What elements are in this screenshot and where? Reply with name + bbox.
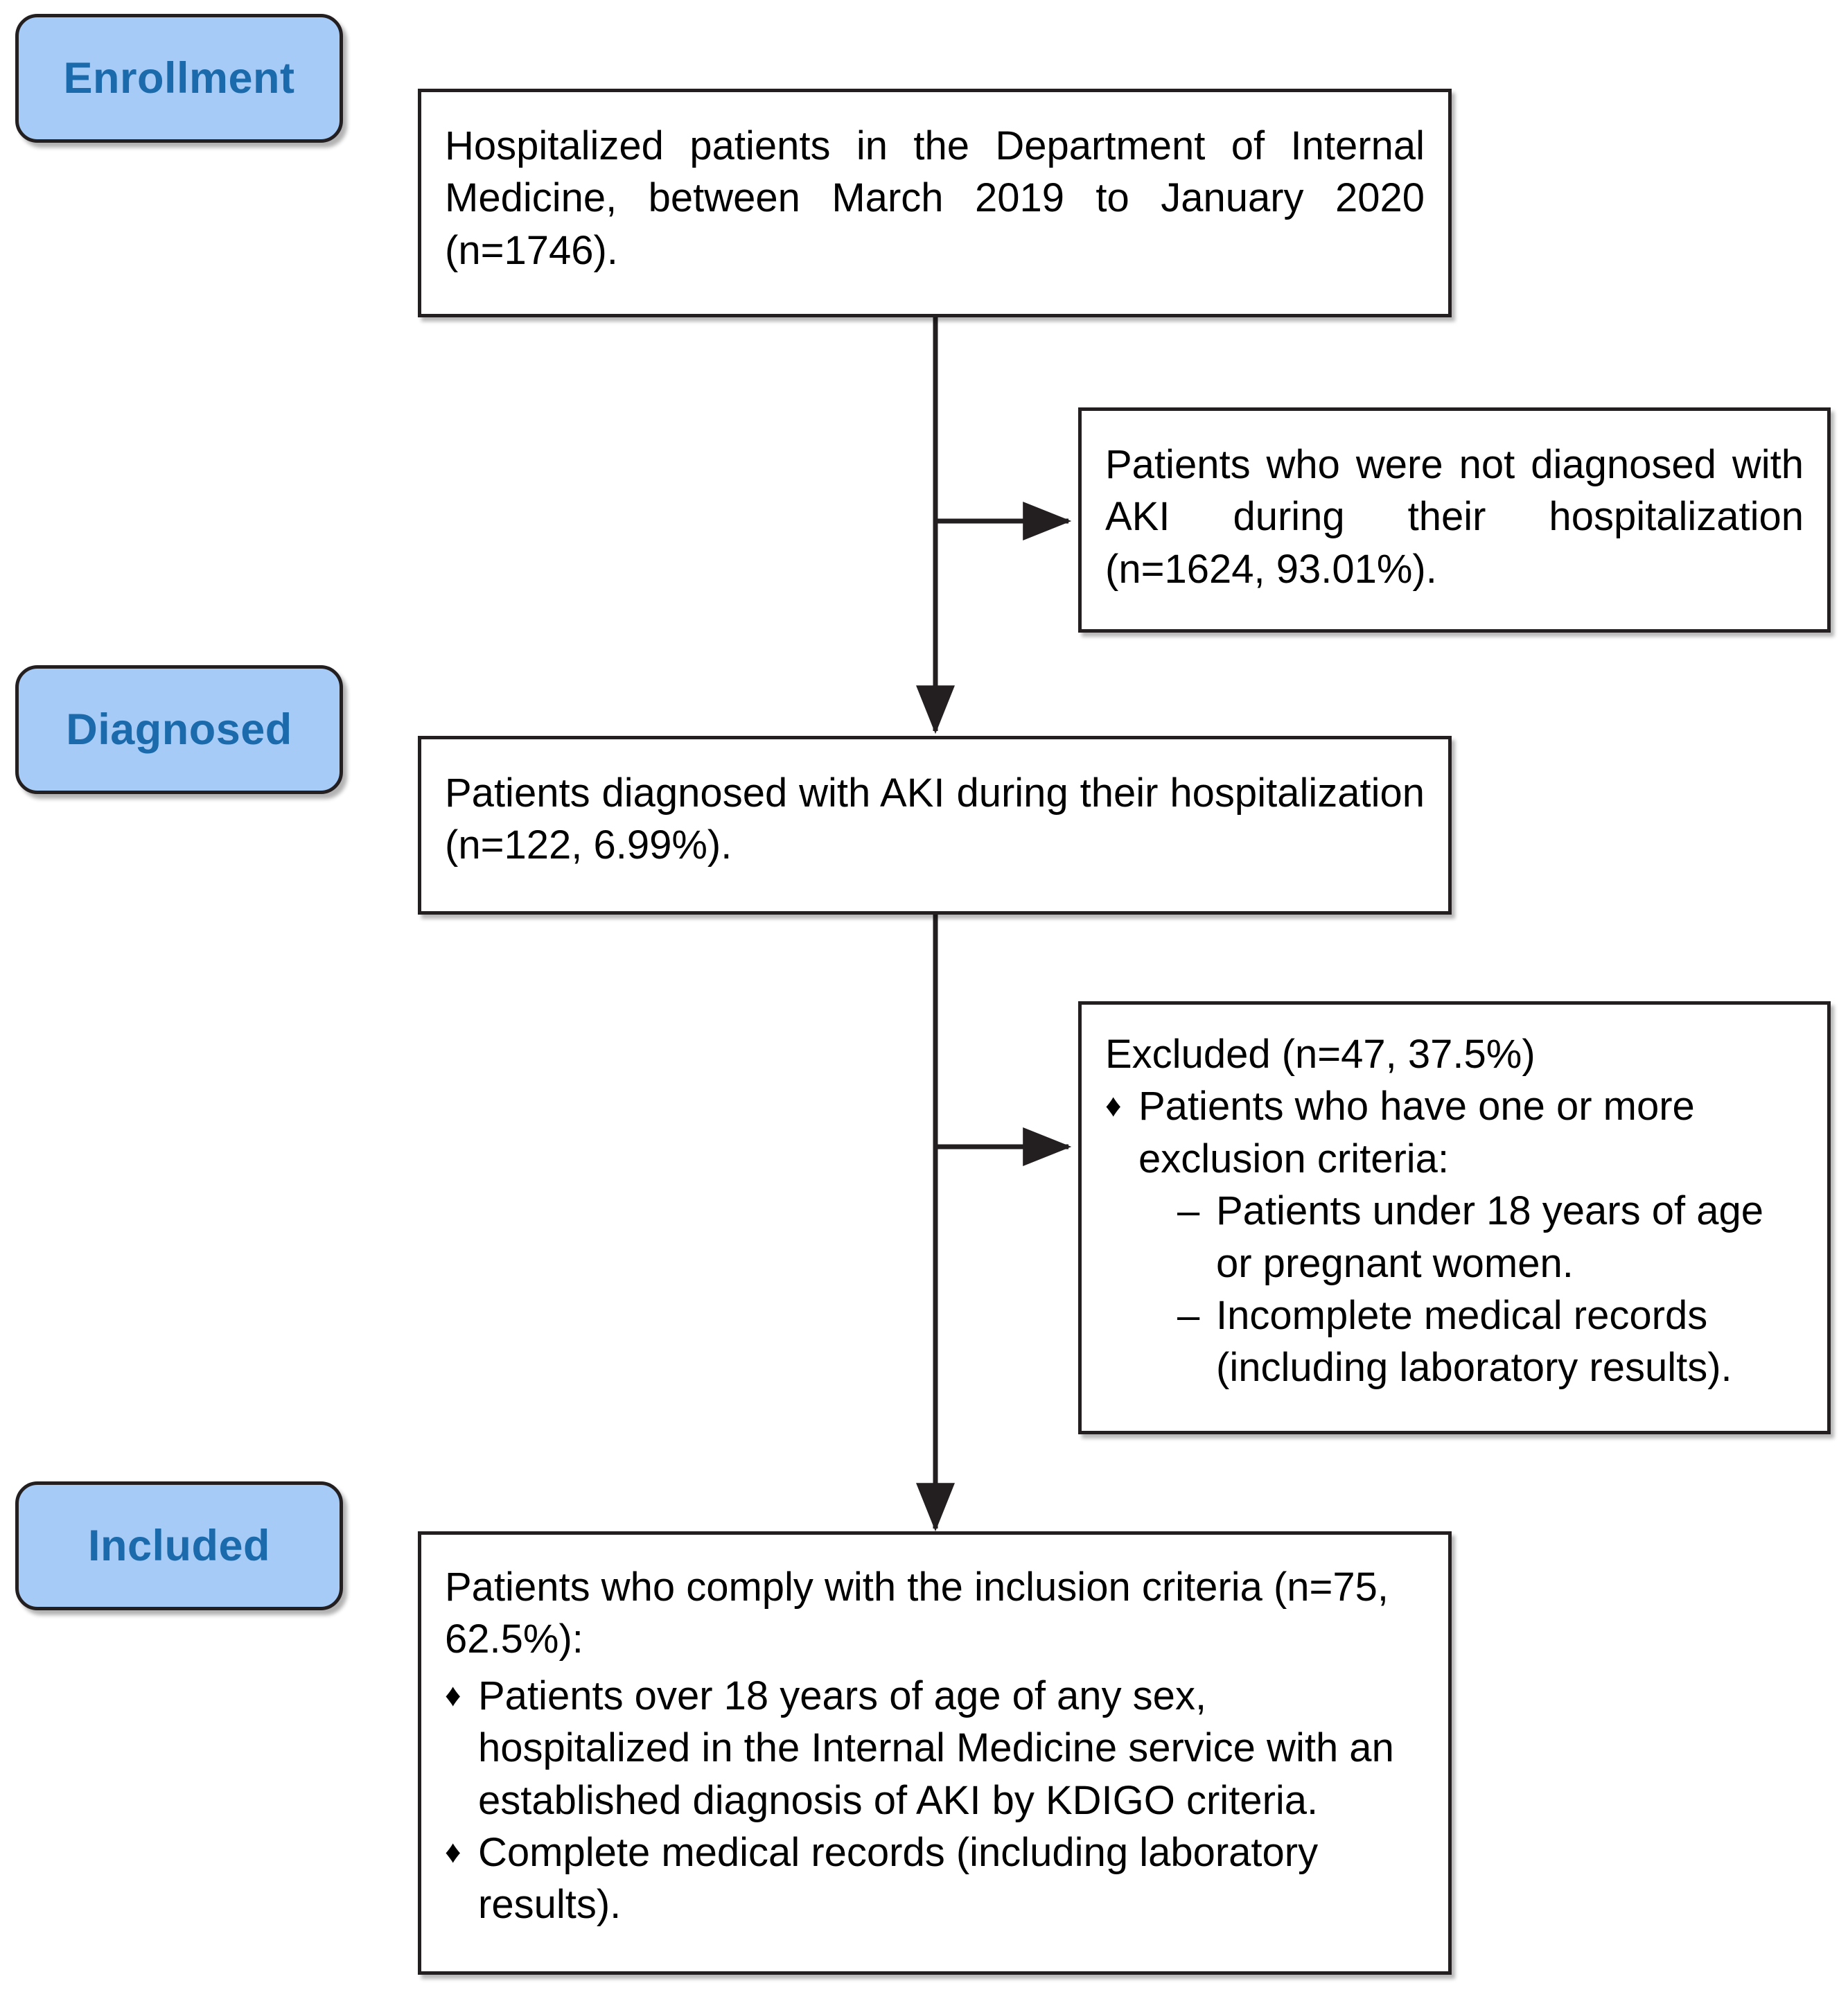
excluded-sub-text-2: Incomplete medical records (including la… <box>1216 1292 1732 1391</box>
enrollment-box-text: Hospitalized patients in the Department … <box>445 123 1425 273</box>
dash-bullet-icon: – <box>1177 1188 1200 1234</box>
included-bullet-text-2: Complete medical records (including labo… <box>478 1829 1319 1928</box>
diamond-bullet-icon: ♦ <box>1105 1087 1122 1124</box>
included-box: Patients who comply with the inclusion c… <box>418 1531 1452 1975</box>
diagnosed-box-text: Patients diagnosed with AKI during their… <box>445 771 1425 868</box>
enrollment-box: Hospitalized patients in the Department … <box>418 89 1452 317</box>
excluded-criteria-list: ♦ Patients who have one or more exclusio… <box>1105 1080 1804 1393</box>
included-box-heading: Patients who comply with the inclusion c… <box>445 1565 1389 1662</box>
diamond-bullet-icon: ♦ <box>445 1676 461 1713</box>
stage-badge-included[interactable]: Included <box>15 1481 343 1610</box>
list-item: – Patients under 18 years of age or preg… <box>1177 1185 1804 1289</box>
diamond-bullet-icon: ♦ <box>445 1833 461 1869</box>
list-item: ♦ Complete medical records (including la… <box>445 1826 1425 1931</box>
not-diagnosed-box: Patients who were not diagnosed with AKI… <box>1078 407 1831 633</box>
stage-badge-diagnosed[interactable]: Diagnosed <box>15 665 343 794</box>
inclusion-criteria-list: ♦ Patients over 18 years of age of any s… <box>445 1670 1425 1931</box>
included-bullet-text-1: Patients over 18 years of age of any sex… <box>478 1673 1394 1823</box>
excluded-box: Excluded (n=47, 37.5%) ♦ Patients who ha… <box>1078 1001 1831 1434</box>
stage-badge-included-label: Included <box>87 1521 270 1570</box>
list-item: ♦ Patients over 18 years of age of any s… <box>445 1670 1425 1826</box>
stage-badge-enrollment-label: Enrollment <box>63 53 295 103</box>
not-diagnosed-box-text: Patients who were not diagnosed with AKI… <box>1105 442 1804 592</box>
diagnosed-box: Patients diagnosed with AKI during their… <box>418 736 1452 915</box>
excluded-sub-text-1: Patients under 18 years of age or pregna… <box>1216 1188 1763 1286</box>
stage-badge-enrollment[interactable]: Enrollment <box>15 14 343 143</box>
excluded-box-heading: Excluded (n=47, 37.5%) <box>1105 1032 1535 1077</box>
excluded-bullet-text: Patients who have one or more exclusion … <box>1138 1084 1695 1181</box>
excluded-sub-list: – Patients under 18 years of age or preg… <box>1138 1185 1804 1394</box>
list-item: ♦ Patients who have one or more exclusio… <box>1105 1080 1804 1393</box>
dash-bullet-icon: – <box>1177 1292 1200 1338</box>
list-item: – Incomplete medical records (including … <box>1177 1289 1804 1394</box>
stage-badge-diagnosed-label: Diagnosed <box>66 705 292 754</box>
